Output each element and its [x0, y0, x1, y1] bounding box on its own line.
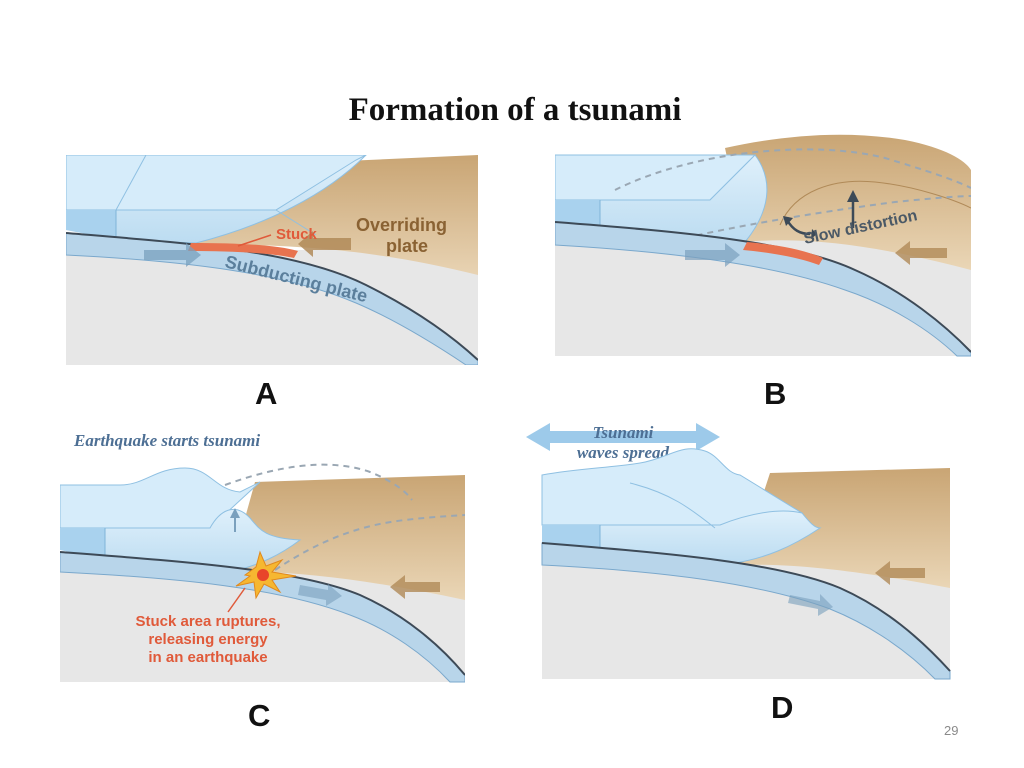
overriding-arrow — [895, 241, 947, 265]
ocean-body — [599, 510, 822, 564]
panel-d-diagram: Tsunami waves spread — [520, 413, 960, 685]
panel-c-caption: Earthquake starts tsunami — [73, 431, 260, 450]
overriding-plate — [230, 475, 465, 600]
uplift-dashed — [224, 463, 413, 501]
panel-a-diagram: Stuck Overriding plate Subducting plate — [66, 155, 478, 365]
overriding-label-line2: plate — [386, 236, 428, 256]
panel-b-illustration: Slow distortion — [555, 134, 971, 357]
rupture-label-line2: releasing energy — [148, 631, 268, 648]
subducting-arrow — [685, 243, 740, 267]
subducting-arrow — [144, 243, 201, 267]
panel-d-caption-line1: Tsunami — [593, 423, 654, 442]
panel-c-diagram: Earthquake starts tsunami Stuck area rup… — [60, 420, 465, 685]
slide-title: Formation of a tsunami — [348, 92, 682, 128]
crust-block — [66, 250, 478, 365]
original-surface-dashed — [614, 148, 971, 191]
ocean-surface — [60, 467, 261, 529]
panel-a-letter: A — [255, 376, 278, 411]
spread-arrow — [526, 423, 720, 451]
panel-a-illustration: Stuck Overriding plate Subducting plate — [66, 155, 478, 365]
panel-b-letter: B — [764, 376, 787, 411]
rupture-label-line3: in an earthquake — [148, 649, 267, 666]
stuck-label: Stuck — [276, 226, 318, 243]
ocean-surface — [541, 448, 804, 526]
ocean-body — [104, 508, 302, 573]
original-plate-dashed — [674, 195, 971, 241]
stuck-zone — [743, 242, 823, 265]
stuck-zone — [188, 243, 298, 258]
panel-d-caption-line2: waves spread — [577, 443, 670, 462]
subducting-arrow — [788, 594, 833, 616]
crust-block — [555, 240, 971, 356]
overriding-plate — [740, 468, 950, 588]
overriding-label-line1: Overriding — [356, 215, 447, 235]
rupture-label-line1: Stuck area ruptures, — [135, 613, 280, 630]
ocean-body — [115, 155, 367, 244]
overriding-arrow — [298, 231, 351, 257]
ocean-front — [66, 210, 116, 240]
overriding-plate — [725, 134, 971, 270]
overriding-arrow — [875, 561, 925, 585]
panel-b-diagram: Slow distortion — [555, 130, 971, 360]
page-number: 29 — [944, 723, 959, 738]
panel-c-illustration: Earthquake starts tsunami Stuck area rup… — [60, 431, 465, 683]
overriding-arrow — [390, 575, 440, 599]
panel-d-illustration: Tsunami waves spread — [526, 423, 951, 680]
panel-c-letter: C — [248, 698, 271, 733]
subducting-arrow — [298, 584, 342, 606]
panel-d-letter: D — [771, 690, 794, 725]
uplift-arrow — [847, 190, 859, 202]
